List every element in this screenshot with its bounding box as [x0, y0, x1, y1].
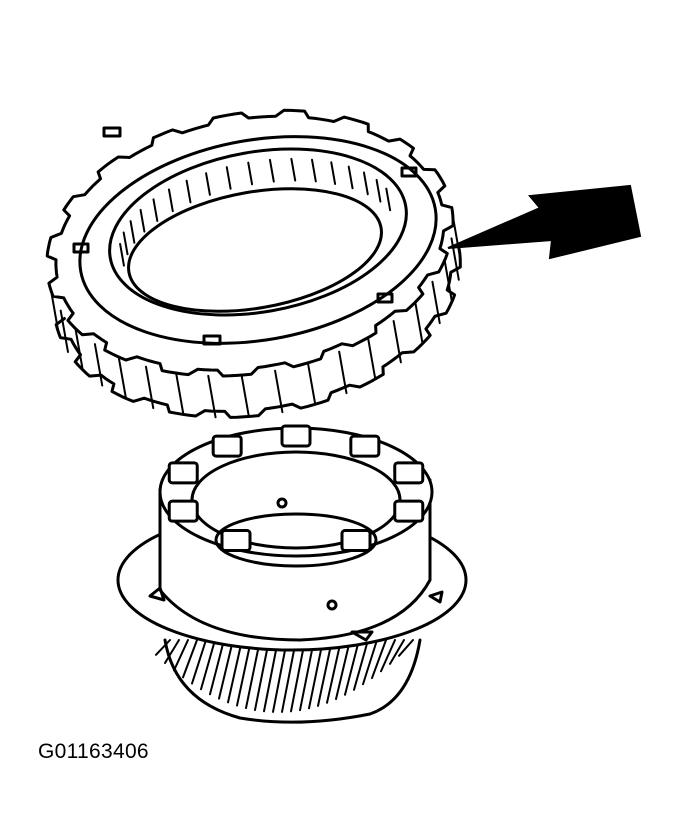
hub-lug — [220, 528, 252, 552]
ring-tooth-line — [431, 280, 441, 325]
ring-tooth-line — [59, 309, 69, 353]
ring-tab — [72, 242, 90, 254]
hub-lug — [340, 528, 372, 552]
inner-tooth-line — [385, 187, 392, 212]
gear-tooth-line — [209, 639, 225, 696]
ring-tooth-line — [93, 343, 104, 387]
gear-tooth-line — [245, 639, 261, 710]
inner-tooth-line — [122, 231, 129, 256]
hub-lug — [393, 499, 425, 523]
inner-tooth-line — [167, 188, 174, 213]
friction-ring — [45, 108, 462, 419]
gear-tooth-line — [344, 639, 360, 696]
hub-hole — [276, 497, 288, 509]
hub-lug — [167, 461, 199, 485]
ring-tooth-line — [451, 215, 462, 259]
figure-caption: G01163406 — [38, 740, 149, 763]
gear-tooth-line — [326, 639, 342, 704]
ring-inner-bore — [127, 187, 383, 313]
ring-tooth-line — [274, 369, 284, 414]
gear-tooth-line — [164, 639, 180, 664]
ring-tooth-line — [117, 355, 127, 400]
inner-tooth-line — [129, 220, 136, 244]
ring-tooth-line — [306, 361, 317, 406]
ring-tooth-line — [175, 372, 185, 416]
inner-tooth-line — [225, 166, 232, 190]
ring-tooth-line — [392, 319, 402, 364]
ring-tooth-line — [50, 289, 60, 334]
ring-tooth-line — [207, 374, 217, 419]
inner-tooth-line — [119, 242, 125, 267]
gear-hub — [116, 424, 468, 724]
inner-tooth-line — [362, 171, 369, 196]
inner-tooth-line — [185, 179, 192, 204]
helical-gear-teeth — [155, 639, 414, 713]
gear-tooth-line — [299, 639, 315, 712]
inner-tooth-line — [205, 172, 211, 196]
hub-lugs — [167, 424, 425, 552]
arrow-shape — [447, 184, 642, 260]
gear-tooth-line — [371, 639, 387, 680]
inner-tooth-line — [347, 165, 354, 190]
flange-notch — [350, 630, 374, 642]
ring-tooth-line — [443, 259, 453, 303]
hub-lug — [211, 434, 243, 458]
inner-tooth-line — [139, 208, 146, 233]
ring-tab — [376, 292, 394, 304]
inner-tooth-line — [310, 158, 317, 183]
inner-tooth-line — [268, 158, 275, 183]
gear-tooth-line — [308, 639, 324, 710]
hub-lug — [167, 499, 199, 523]
gear-tooth-line — [200, 639, 216, 691]
gear-tooth-line — [227, 639, 243, 704]
gear-tooth-line — [191, 639, 207, 685]
gear-tooth-line — [218, 639, 234, 700]
ring-tooth-line — [338, 350, 348, 395]
flange-notch — [148, 586, 166, 602]
gear-tooth-line — [389, 639, 405, 665]
inner-tooth-line — [152, 198, 159, 222]
gear-tooth-line — [290, 639, 306, 713]
gear-tooth-line — [317, 639, 333, 707]
ring-inner-teeth — [119, 157, 392, 267]
inner-tooth-line — [330, 161, 337, 185]
ring-teeth-lines — [50, 215, 462, 419]
pointer-arrow — [447, 184, 642, 260]
inner-tooth-line — [247, 161, 254, 186]
gear-tooth-line — [254, 639, 270, 711]
gear-tooth-line — [155, 639, 171, 656]
ring-tooth-line — [414, 301, 424, 345]
ring-tooth-line — [144, 365, 155, 410]
gear-tooth-line — [398, 639, 414, 657]
inner-tooth-line — [375, 178, 382, 203]
hub-lug — [349, 434, 381, 458]
gear-tooth-line — [173, 639, 189, 672]
gear-tooth-line — [263, 639, 279, 713]
gear-tooth-line — [380, 639, 396, 673]
gear-tooth-line — [362, 639, 378, 686]
gear-tooth-line — [236, 639, 252, 707]
gear-tooth-line — [182, 639, 198, 679]
gear-tooth-line — [335, 639, 351, 701]
flange-notch — [428, 590, 444, 604]
ring-tooth-line — [366, 336, 377, 381]
inner-tooth-line — [290, 157, 297, 182]
hub-inner-floor — [214, 512, 378, 568]
gear-tooth-line — [272, 639, 288, 713]
ring-tab — [202, 334, 222, 346]
hub-lug — [280, 424, 312, 448]
hub-lug — [393, 461, 425, 485]
ring-tab — [102, 126, 122, 138]
ring-tooth-line — [240, 374, 250, 418]
gear-tooth-line — [353, 639, 369, 691]
hub-hole — [326, 599, 338, 611]
gear-tooth-line — [281, 639, 297, 713]
ring-tab — [400, 166, 418, 178]
ring-tooth-line — [74, 327, 84, 371]
gear-body — [163, 638, 422, 724]
